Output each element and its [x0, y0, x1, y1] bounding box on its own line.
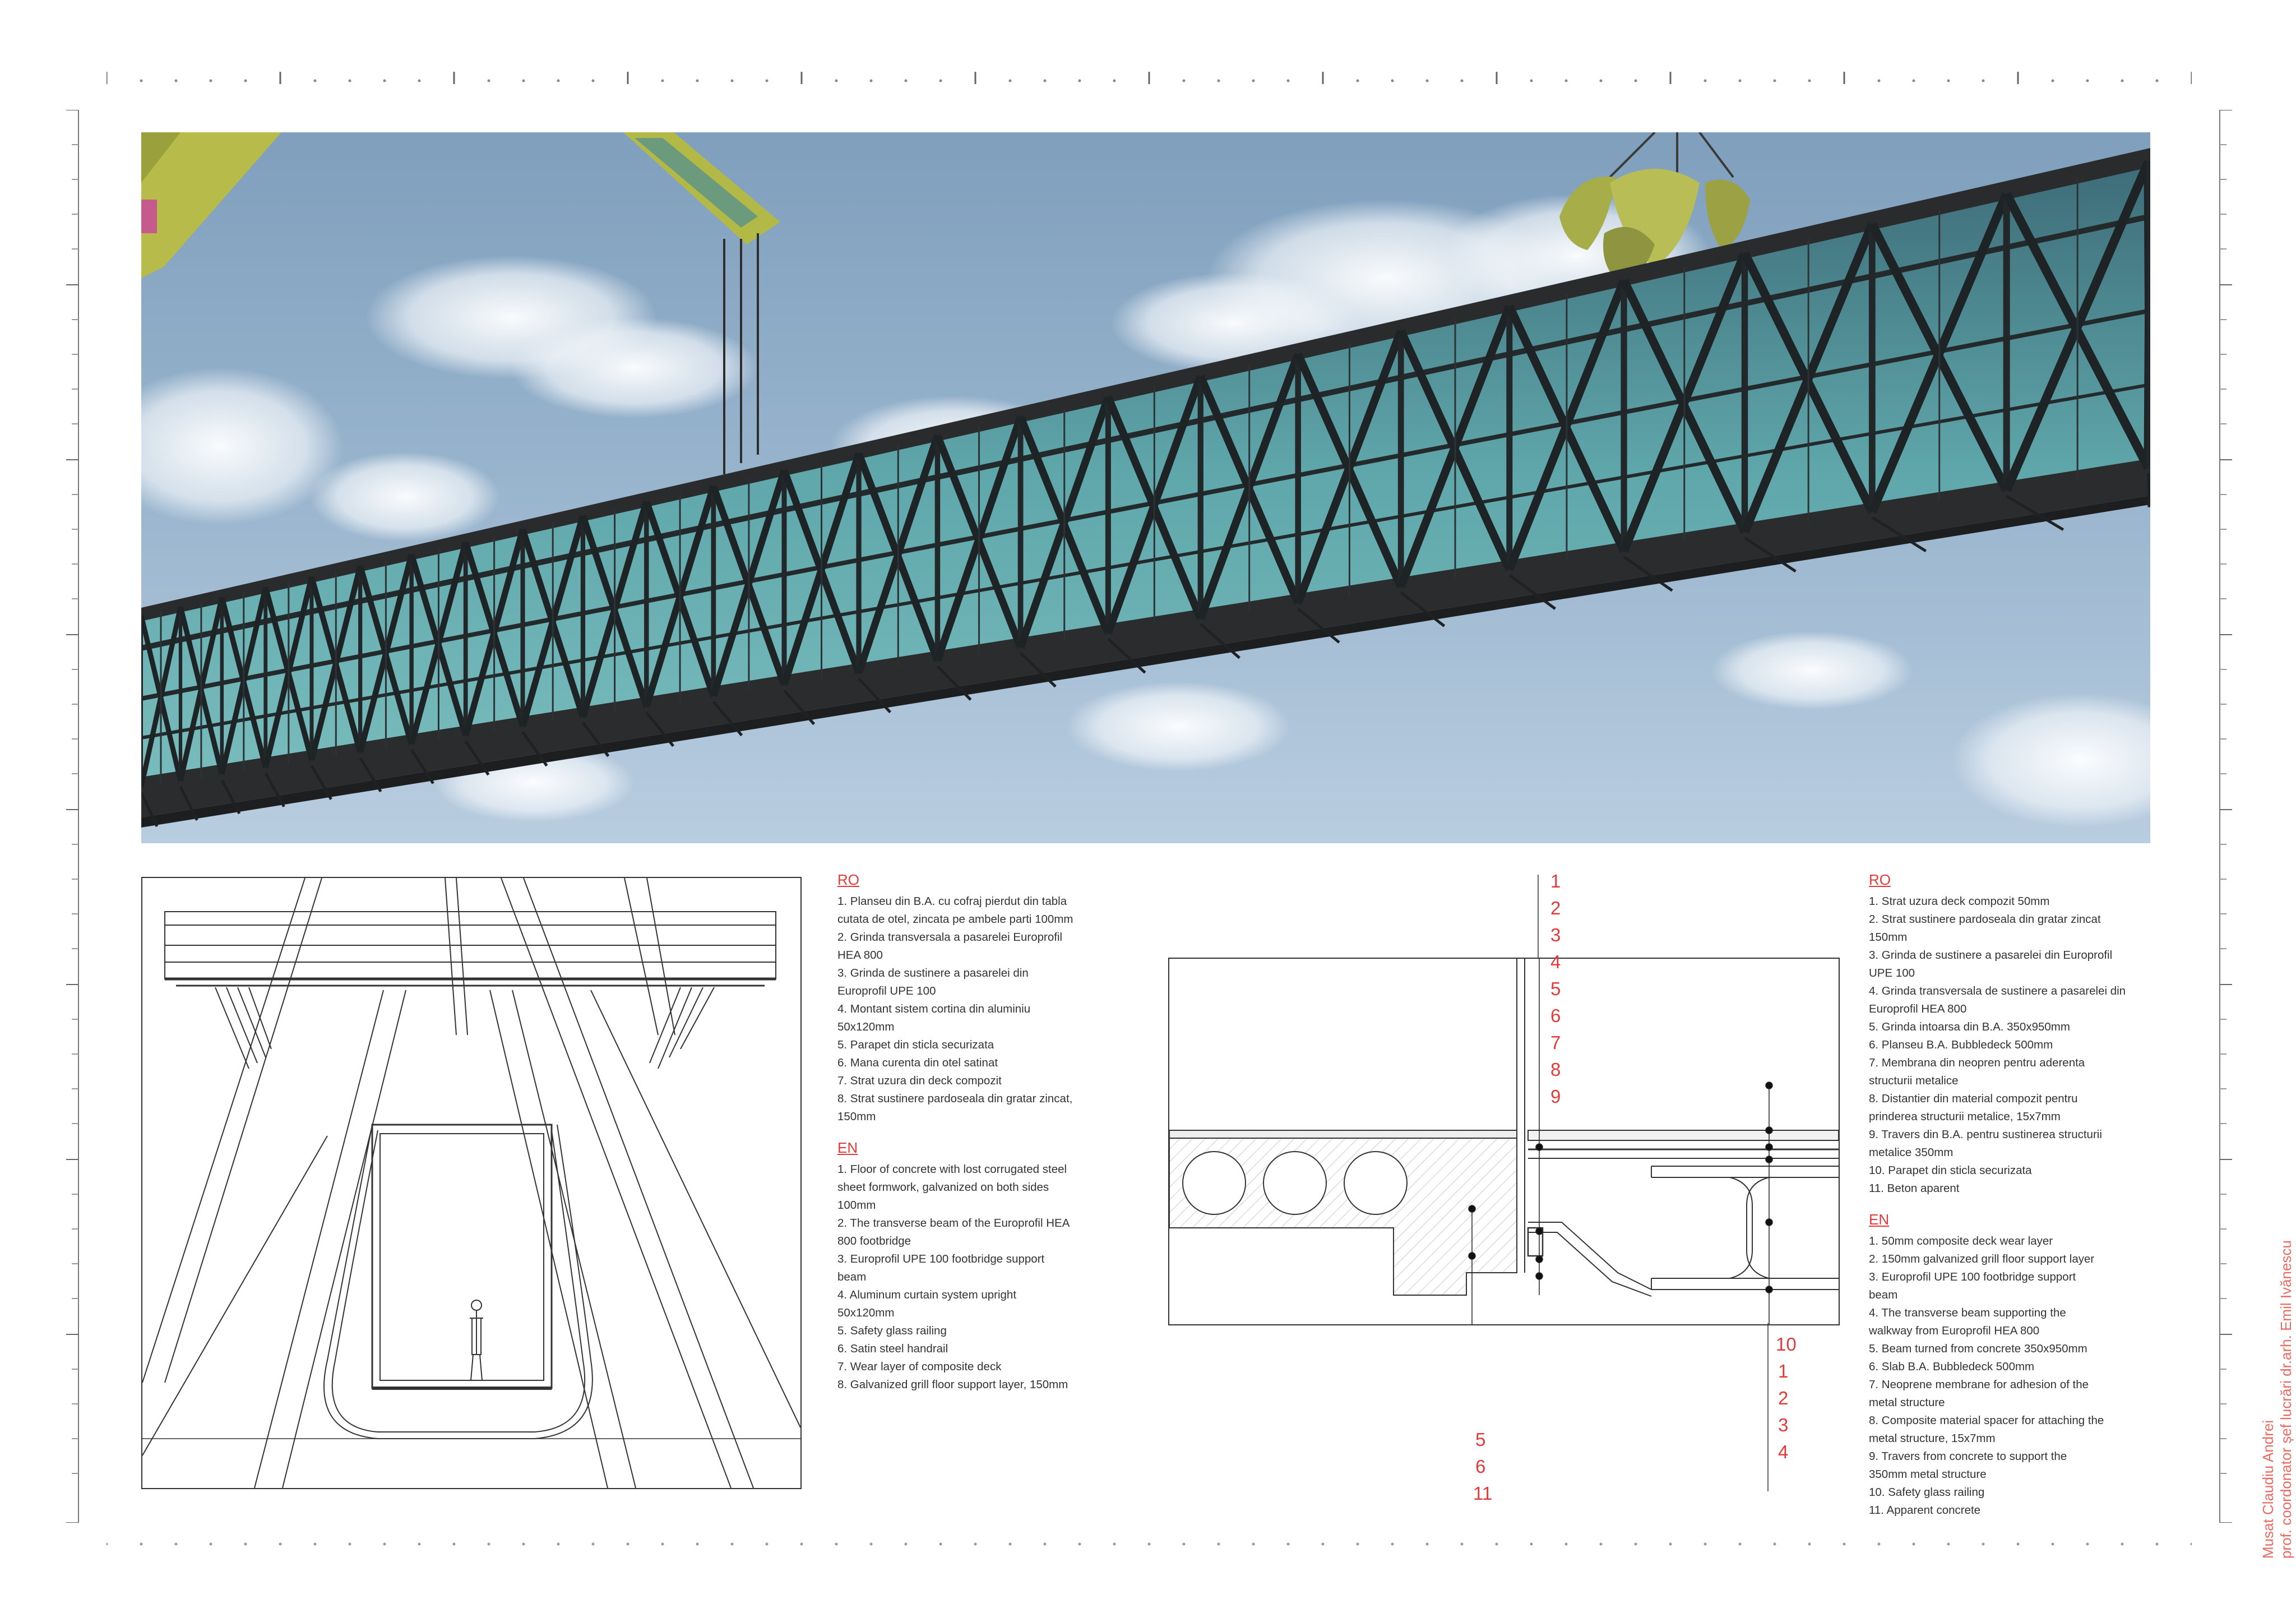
legend-left-ro-item: 5. Parapet din sticla securizata	[837, 1038, 994, 1051]
legend-right-en-item: 1. 50mm composite deck wear layer	[1869, 1235, 2053, 1247]
legend-right: RO 1. Strat uzura deck compozit 50mm 2. …	[1869, 868, 2183, 1519]
grab-bucket	[1559, 132, 1750, 284]
legend-left-en-item: 4. Aluminum curtain system upright 50x12…	[837, 1288, 1017, 1319]
bottom-ruler	[107, 1542, 2192, 1546]
legend-left-en-label: EN	[837, 1139, 858, 1156]
legend-right-en-item: 6. Slab B.A. Bubbledeck 500mm	[1869, 1360, 2035, 1373]
legend-left-en-item: 2. The transverse beam of the Europrofil…	[837, 1217, 1070, 1247]
callout-bottom-right-3: 3	[1778, 1415, 1789, 1435]
right-ruler	[2219, 110, 2232, 1523]
legend-right-ro-item: 8. Distantier din material compozit pent…	[1869, 1092, 2078, 1123]
legend-right-ro-item: 5. Grinda intoarsa din B.A. 350x950mm	[1869, 1020, 2070, 1033]
callout-top-3: 3	[1550, 925, 1561, 945]
legend-left-en-item: 8. Galvanized grill floor support layer,…	[837, 1378, 1068, 1391]
legend-right-ro-item: 11. Beton aparent	[1869, 1182, 1960, 1195]
author-credits: Musat Claudiu Andrei prof. coordonator ș…	[2259, 1240, 2295, 1559]
legend-right-en-item: 7. Neoprene membrane for adhesion of the…	[1869, 1378, 2089, 1409]
legend-left-ro-item: 6. Mana curenta din otel satinat	[837, 1056, 998, 1069]
callout-bottom-right-2: 2	[1778, 1388, 1789, 1408]
legend-right-ro-item: 10. Parapet din sticla securizata	[1869, 1164, 2032, 1177]
callout-top-8: 8	[1550, 1059, 1561, 1080]
callout-bottom-right-4: 4	[1778, 1441, 1789, 1462]
callout-bottom-left-11: 11	[1473, 1483, 1493, 1504]
legend-left-ro-item: 4. Montant sistem cortina din aluminiu 5…	[837, 1002, 1031, 1033]
top-ruler	[107, 72, 2192, 84]
legend-left-ro-item: 3. Grinda de sustinere a pasarelei din E…	[837, 967, 1029, 997]
cross-section-drawing	[141, 877, 802, 1489]
callout-bottom-left-5: 5	[1475, 1429, 1486, 1450]
left-ruler	[66, 110, 79, 1523]
legend-right-en-item: 4. The transverse beam supporting the wa…	[1869, 1306, 2066, 1337]
legend-right-en-item: 9. Travers from concrete to support the …	[1869, 1450, 2067, 1481]
callout-bottom-right-1: 1	[1778, 1361, 1789, 1381]
legend-left-en-item: 1. Floor of concrete with lost corrugate…	[837, 1163, 1067, 1212]
legend-left-en-item: 5. Safety glass railing	[837, 1324, 947, 1337]
legend-right-ro-item: 4. Grinda transversala de sustinere a pa…	[1869, 985, 2126, 1015]
legend-right-ro-item: 3. Grinda de sustinere a pasarelei din E…	[1869, 949, 2113, 979]
legend-right-ro-item: 7. Membrana din neopren pentru aderenta …	[1869, 1056, 2085, 1087]
crane-right-arm	[623, 132, 780, 474]
legend-right-en-item: 2. 150mm galvanized grill floor support …	[1869, 1253, 2095, 1265]
legend-right-en-item: 11. Apparent concrete	[1869, 1504, 1981, 1517]
callout-bottom-left-6: 6	[1475, 1456, 1486, 1477]
callout-top-7: 7	[1550, 1032, 1561, 1053]
callout-top-9: 9	[1550, 1086, 1561, 1107]
legend-left-ro-item: 1. Planseu din B.A. cu cofraj pierdut di…	[837, 895, 1073, 926]
legend-left-ro-item: 7. Strat uzura din deck compozit	[837, 1074, 1002, 1087]
callout-top-4: 4	[1550, 951, 1561, 972]
legend-right-ro-label: RO	[1869, 871, 1891, 888]
callout-top-6: 6	[1550, 1005, 1561, 1026]
legend-right-ro-item: 2. Strat sustinere pardoseala din gratar…	[1869, 913, 2101, 944]
legend-left: RO 1. Planseu din B.A. cu cofraj pierdut…	[837, 868, 1129, 1394]
callout-top-2: 2	[1550, 898, 1561, 918]
crane-left	[141, 132, 281, 278]
bridge-frame	[141, 160, 2150, 828]
callout-top-1: 1	[1550, 871, 1561, 891]
legend-right-en-item: 10. Safety glass railing	[1869, 1486, 1985, 1499]
legend-right-ro-item: 9. Travers din B.A. pentru sustinerea st…	[1869, 1128, 2102, 1159]
legend-right-en-item: 5. Beam turned from concrete 350x950mm	[1869, 1342, 2087, 1355]
legend-left-ro-label: RO	[837, 871, 859, 888]
coordinator-name: prof. coordonator șef lucrări dr.arh. Em…	[2278, 1240, 2294, 1559]
legend-left-en-item: 7. Wear layer of composite deck	[837, 1360, 1002, 1373]
callout-bottom-right-10: 10	[1776, 1334, 1797, 1355]
detail-leader-lines	[1538, 875, 1769, 1491]
callout-top-5: 5	[1550, 978, 1561, 999]
legend-right-ro-item: 1. Strat uzura deck compozit 50mm	[1869, 895, 2050, 908]
legend-right-en-label: EN	[1869, 1211, 1890, 1228]
footbridge-render	[141, 132, 2150, 843]
legend-left-ro-item: 2. Grinda transversala a pasarelei Europ…	[837, 931, 1063, 962]
legend-left-ro-item: 8. Strat sustinere pardoseala din gratar…	[837, 1092, 1073, 1123]
legend-left-en-item: 6. Satin steel handrail	[837, 1342, 948, 1355]
legend-right-ro-item: 6. Planseu B.A. Bubbledeck 500mm	[1869, 1038, 2053, 1051]
legend-right-en-item: 3. Europrofil UPE 100 footbridge support…	[1869, 1270, 2076, 1301]
author-name: Musat Claudiu Andrei	[2260, 1420, 2276, 1559]
legend-right-en-item: 8. Composite material spacer for attachi…	[1869, 1414, 2104, 1445]
detail-section-drawing	[1168, 914, 1840, 1508]
legend-left-en-item: 3. Europrofil UPE 100 footbridge support…	[837, 1253, 1045, 1283]
